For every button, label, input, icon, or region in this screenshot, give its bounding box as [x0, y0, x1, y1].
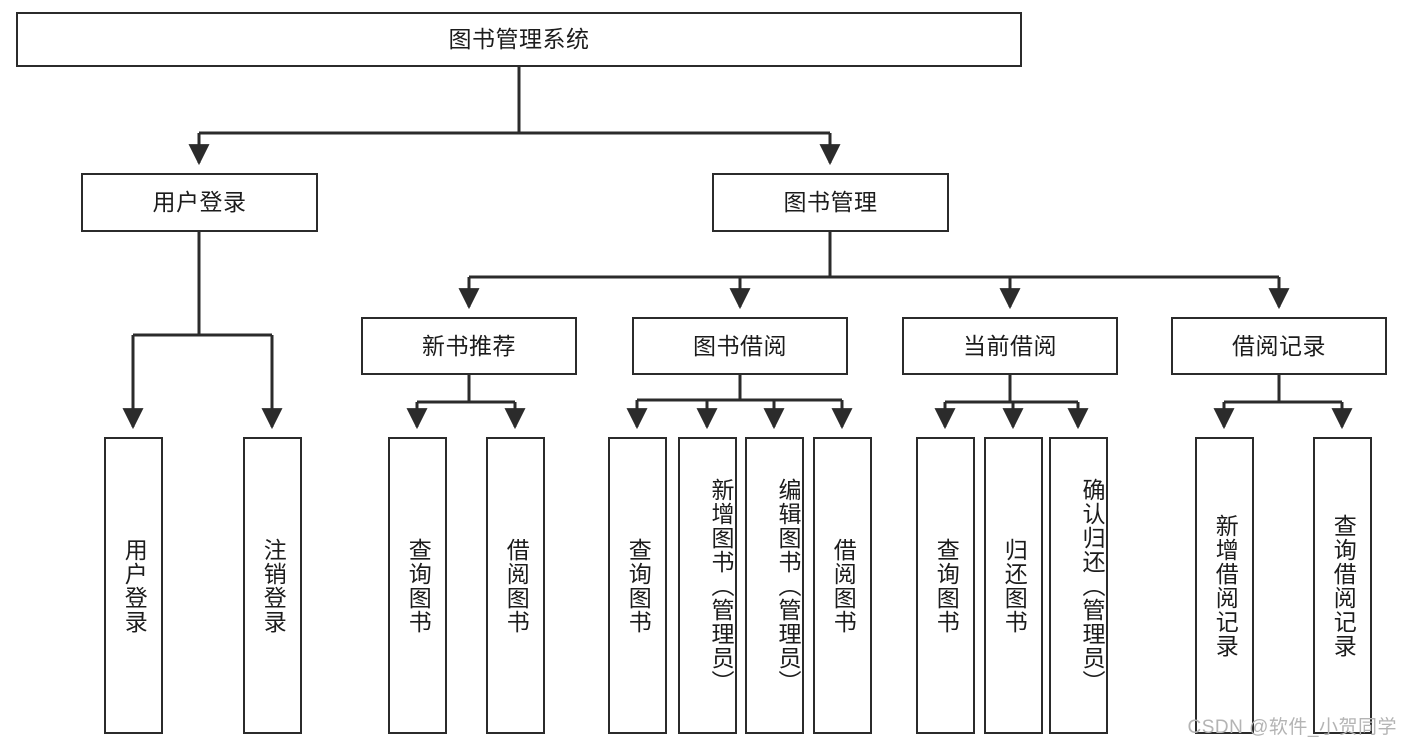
- node-leaf-edit-book-admin-label: 编辑图书（管理员）: [775, 477, 801, 694]
- node-leaf-query-book-2[interactable]: 查询图书: [608, 437, 667, 734]
- node-leaf-query-book-1[interactable]: 查询图书: [388, 437, 447, 734]
- node-leaf-add-book-admin[interactable]: 新增图书（管理员）: [678, 437, 737, 734]
- node-book-borrow[interactable]: 图书借阅: [632, 317, 848, 375]
- node-book-manage[interactable]: 图书管理: [712, 173, 949, 232]
- node-leaf-confirm-return-admin[interactable]: 确认归还（管理员）: [1049, 437, 1108, 734]
- node-user-login[interactable]: 用户登录: [81, 173, 318, 232]
- node-leaf-logout-login[interactable]: 注销登录: [243, 437, 302, 734]
- node-leaf-borrow-book-1[interactable]: 借阅图书: [486, 437, 545, 734]
- node-new-book-recommend-label: 新书推荐: [422, 332, 516, 359]
- node-book-borrow-label: 图书借阅: [693, 332, 787, 359]
- node-leaf-query-book-1-label: 查询图书: [405, 537, 432, 634]
- node-leaf-add-borrow-record-label: 新增借阅记录: [1212, 513, 1239, 658]
- node-user-login-label: 用户登录: [152, 189, 247, 215]
- node-new-book-recommend[interactable]: 新书推荐: [361, 317, 577, 375]
- node-leaf-user-login[interactable]: 用户登录: [104, 437, 163, 734]
- node-root[interactable]: 图书管理系统: [16, 12, 1022, 67]
- node-leaf-borrow-book-1-label: 借阅图书: [503, 537, 530, 634]
- node-leaf-query-borrow-record-label: 查询借阅记录: [1330, 513, 1357, 658]
- watermark: CSDN @软件_小贺同学: [1187, 717, 1397, 738]
- node-borrow-record-label: 借阅记录: [1232, 332, 1326, 359]
- node-leaf-query-book-2-label: 查询图书: [625, 537, 652, 634]
- node-leaf-add-book-admin-label: 新增图书（管理员）: [708, 477, 734, 694]
- node-leaf-confirm-return-admin-label: 确认归还（管理员）: [1079, 477, 1105, 694]
- node-leaf-logout-login-label: 注销登录: [260, 537, 287, 634]
- node-current-borrow-label: 当前借阅: [963, 332, 1057, 359]
- node-leaf-return-book[interactable]: 归还图书: [984, 437, 1043, 734]
- node-leaf-borrow-book-2-label: 借阅图书: [830, 537, 857, 634]
- node-leaf-user-login-label: 用户登录: [121, 537, 148, 634]
- node-leaf-query-borrow-record[interactable]: 查询借阅记录: [1313, 437, 1372, 734]
- node-book-manage-label: 图书管理: [783, 189, 878, 215]
- node-leaf-borrow-book-2[interactable]: 借阅图书: [813, 437, 872, 734]
- node-root-label: 图书管理系统: [448, 26, 590, 52]
- node-leaf-query-book-3[interactable]: 查询图书: [916, 437, 975, 734]
- node-borrow-record[interactable]: 借阅记录: [1171, 317, 1387, 375]
- node-leaf-query-book-3-label: 查询图书: [933, 537, 960, 634]
- node-leaf-add-borrow-record[interactable]: 新增借阅记录: [1195, 437, 1254, 734]
- node-leaf-return-book-label: 归还图书: [1001, 537, 1028, 634]
- node-leaf-edit-book-admin[interactable]: 编辑图书（管理员）: [745, 437, 804, 734]
- node-current-borrow[interactable]: 当前借阅: [902, 317, 1118, 375]
